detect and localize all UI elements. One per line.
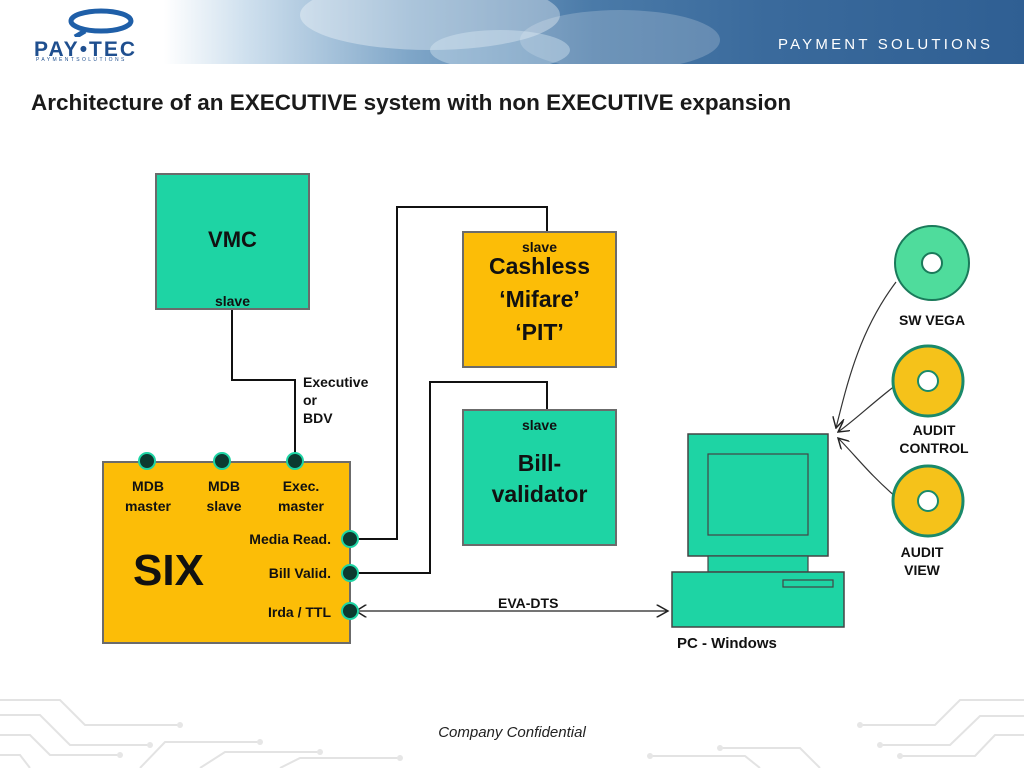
port-mdb-master-dot — [138, 452, 156, 470]
cashless-box: slave Cashless ‘Mifare’ ‘PIT’ — [462, 231, 617, 368]
disk-audit-view-label-1: AUDIT — [900, 544, 944, 560]
logo-swoosh-icon — [68, 8, 134, 37]
disk-audit-view-icon — [891, 464, 965, 538]
logo-subtitle: PAYMENTSOLUTIONS — [36, 57, 127, 63]
footer-confidential: Company Confidential — [438, 724, 586, 741]
disk-audit-view-label-2: VIEW — [904, 562, 940, 578]
disk-audit-control-label-2: CONTROL — [899, 440, 969, 456]
vmc-to-six-line — [231, 309, 296, 460]
header-banner: PAY•TEC PAYMENTSOLUTIONS PAYMENT SOLUTIO… — [0, 0, 1024, 64]
port-media-read-dot — [341, 530, 359, 548]
link-label-line-1: Executive — [303, 374, 369, 390]
vmc-role: slave — [214, 293, 251, 309]
link-label-line-2: or — [303, 392, 317, 408]
slide-title: Architecture of an EXECUTIVE system with… — [31, 90, 792, 115]
pc-icon — [671, 433, 845, 628]
six-port-top-3-line-1: Exec. — [282, 478, 320, 494]
six-label: SIX — [133, 546, 204, 595]
port-bill-valid-dot — [341, 564, 359, 582]
six-to-bill-validator-line — [352, 381, 548, 574]
six-port-irda-ttl: Irda / TTL — [268, 604, 331, 620]
disk-arrow-2 — [838, 384, 897, 432]
six-port-top-1-line-2: master — [125, 498, 171, 514]
six-port-top-2-line-1: MDB — [208, 478, 240, 494]
logo-text: PAY•TEC — [34, 38, 138, 61]
vmc-box: VMC slave — [155, 173, 310, 310]
bill-validator-line-1: Bill- — [517, 450, 562, 476]
six-port-bill-valid: Bill Valid. — [268, 565, 331, 581]
disk-sw-vega-label: SW VEGA — [898, 312, 966, 328]
pc-label: PC - Windows — [677, 635, 777, 652]
six-port-top-3-line-2: master — [278, 498, 324, 514]
port-irda-ttl-dot — [341, 602, 359, 620]
six-port-media-read: Media Read. — [249, 531, 331, 547]
port-mdb-slave-dot — [213, 452, 231, 470]
eva-dts-label: EVA-DTS — [498, 595, 559, 611]
cashless-line-3: ‘PIT’ — [515, 319, 564, 345]
six-box: MDB master MDB slave Exec. master SIX Me… — [102, 461, 351, 644]
six-port-top-2-line-2: slave — [206, 498, 242, 514]
cashless-line-1: Cashless — [488, 253, 590, 279]
disk-audit-control-icon — [891, 344, 965, 418]
six-to-cashless-line — [352, 206, 548, 540]
vmc-label: VMC — [208, 227, 257, 252]
disk-arrow-1 — [836, 281, 897, 428]
cashless-role: slave — [521, 239, 558, 255]
disk-arrow-3 — [838, 438, 897, 498]
bill-validator-role: slave — [521, 417, 558, 433]
port-exec-master-dot — [286, 452, 304, 470]
bill-validator-box: slave Bill- validator — [462, 409, 617, 546]
disk-audit-control-label-1: AUDIT — [912, 422, 956, 438]
link-label-line-3: BDV — [303, 410, 333, 426]
cashless-line-2: ‘Mifare’ — [499, 286, 580, 312]
disk-sw-vega-icon — [894, 225, 970, 301]
bill-validator-line-2: validator — [491, 481, 588, 507]
six-port-top-1-line-1: MDB — [132, 478, 164, 494]
header-tagline: PAYMENT SOLUTIONS — [778, 36, 994, 53]
